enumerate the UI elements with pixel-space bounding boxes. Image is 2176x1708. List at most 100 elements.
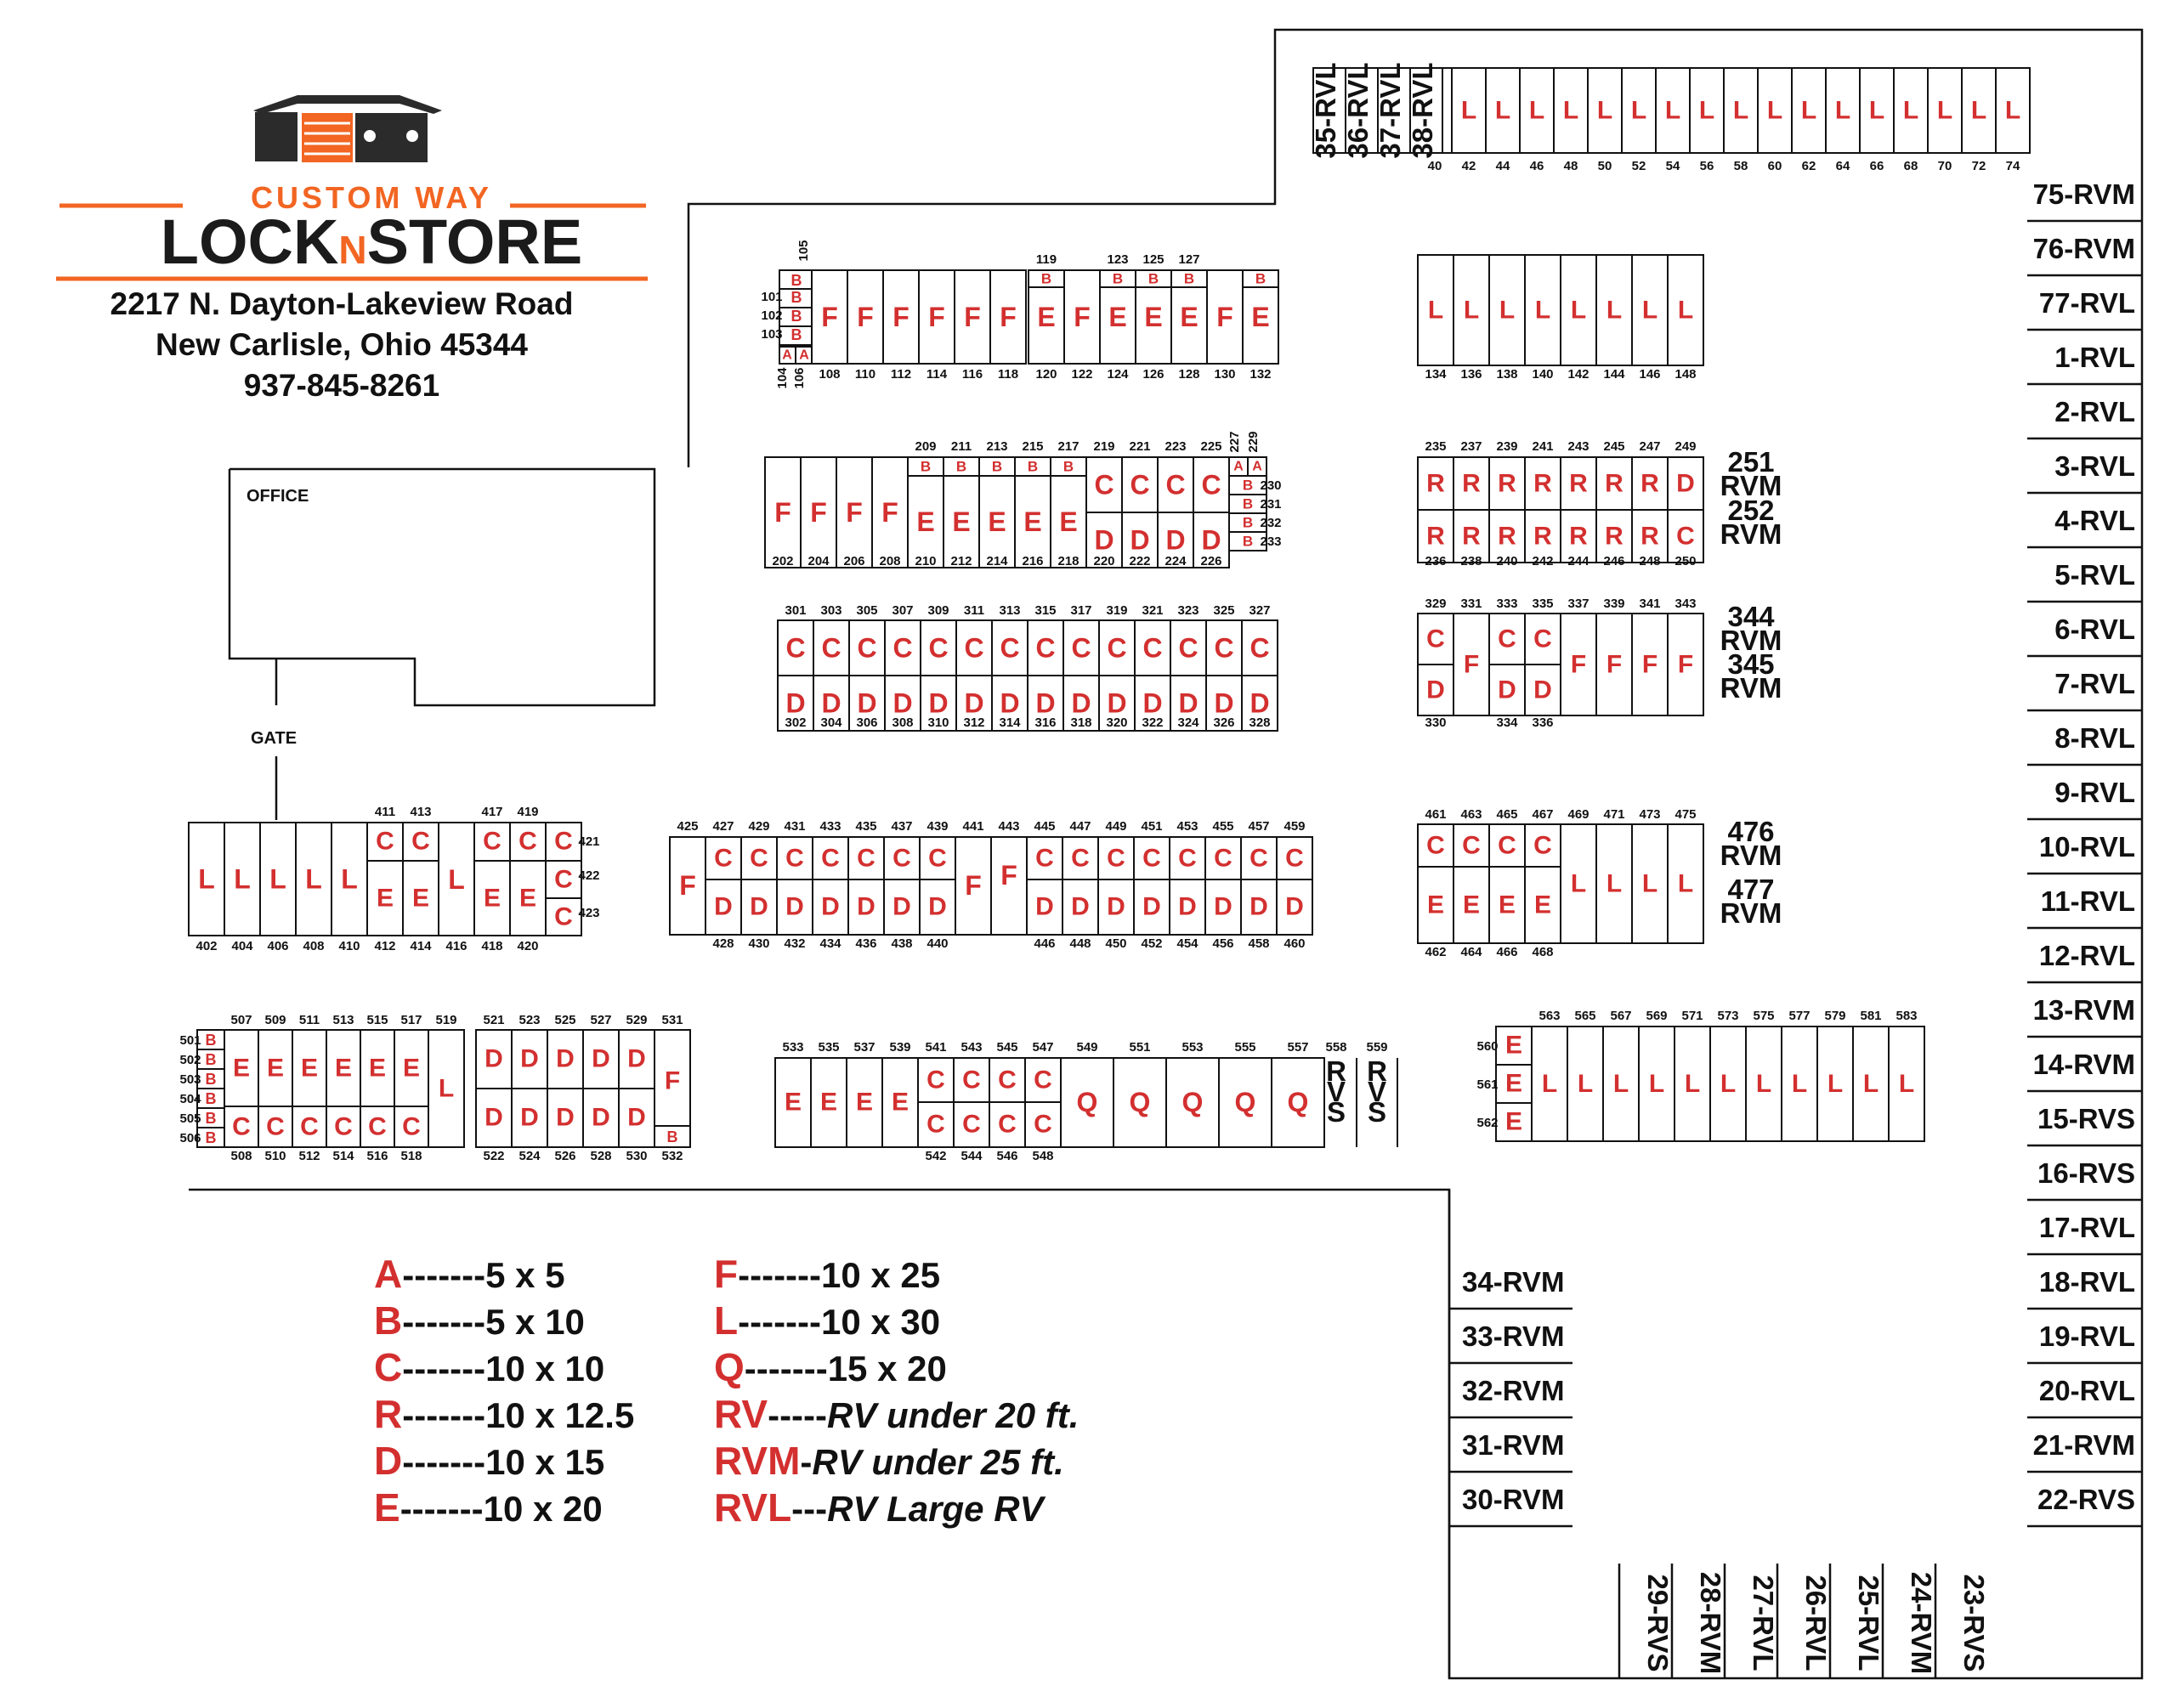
unit-letter: C bbox=[1178, 845, 1197, 873]
unit-number: 423 bbox=[578, 906, 599, 920]
unit-letter: C bbox=[1165, 470, 1185, 501]
unit-number: 215 bbox=[1022, 439, 1043, 454]
unit-number: 236 bbox=[1425, 554, 1446, 568]
unit-letter: D bbox=[1000, 688, 1019, 719]
unit-box bbox=[326, 1106, 361, 1148]
unit-box bbox=[918, 269, 955, 365]
unit-number: 329 bbox=[1425, 597, 1446, 611]
unit-number: 316 bbox=[1034, 715, 1056, 730]
unit-box bbox=[1276, 879, 1313, 936]
unit-number: 473 bbox=[1639, 807, 1660, 822]
unit-number: 560 bbox=[1476, 1039, 1498, 1054]
unit-letter: E bbox=[403, 1055, 420, 1083]
unit-number: 419 bbox=[517, 805, 538, 819]
unit-letter: D bbox=[1250, 688, 1269, 719]
unit-letter: F bbox=[857, 302, 874, 332]
unit-number: 421 bbox=[578, 834, 599, 849]
unit-letter: B bbox=[1028, 459, 1038, 475]
unit-number: 449 bbox=[1105, 819, 1126, 834]
unit-letter: L bbox=[1606, 297, 1622, 325]
unit-number: 210 bbox=[915, 554, 936, 568]
legend-dashes: ----- bbox=[768, 1395, 827, 1435]
legend-code: Q bbox=[714, 1345, 745, 1389]
unit-letter: D bbox=[750, 893, 768, 921]
unit-letter: L bbox=[1971, 97, 1986, 125]
unit-letter: C bbox=[1071, 633, 1091, 664]
unit-number: 302 bbox=[785, 715, 806, 730]
unit-box bbox=[1451, 67, 1487, 154]
unit-box bbox=[1524, 823, 1561, 868]
unit-number: 404 bbox=[231, 939, 253, 953]
unit-number: 68 bbox=[1904, 159, 1918, 173]
unit-box bbox=[331, 822, 368, 936]
unit-number: 406 bbox=[267, 939, 288, 953]
unit-number: 505 bbox=[179, 1111, 201, 1126]
unit-number: 238 bbox=[1460, 554, 1482, 568]
legend-code: L bbox=[714, 1298, 738, 1343]
unit-letter: C bbox=[998, 1111, 1017, 1139]
unit-letter: L bbox=[1535, 297, 1550, 325]
unit-letter: C bbox=[1142, 845, 1161, 873]
unit-letter: E bbox=[1499, 891, 1516, 919]
legend-entry: Q-------15 x 20 bbox=[714, 1345, 947, 1389]
unit-box bbox=[776, 836, 813, 880]
unit-box bbox=[1995, 67, 2031, 154]
legend-size: 5 x 10 bbox=[485, 1302, 585, 1342]
legend-size: 10 x 10 bbox=[485, 1349, 604, 1388]
unit-letter: B bbox=[1243, 534, 1253, 550]
unit-number: 402 bbox=[196, 939, 217, 953]
unit-number: 212 bbox=[950, 554, 972, 568]
unit-number: 420 bbox=[517, 939, 538, 953]
unit-letter: D bbox=[592, 1104, 610, 1132]
unit-letter: D bbox=[556, 1045, 575, 1073]
unit-number: 334 bbox=[1496, 715, 1518, 730]
unit-box bbox=[1655, 67, 1691, 154]
unit-box bbox=[545, 897, 582, 936]
rv-side-label: RVM bbox=[1720, 840, 1782, 871]
unit-number: 72 bbox=[1972, 159, 1986, 173]
unit-number: 510 bbox=[264, 1149, 286, 1163]
unit-letter: L bbox=[1720, 1070, 1736, 1098]
unit-number: 439 bbox=[926, 819, 948, 834]
unit-letter: D bbox=[714, 893, 733, 921]
unit-number: 455 bbox=[1212, 819, 1233, 834]
unit-box bbox=[1240, 879, 1278, 936]
legend-size: RV Large RV bbox=[827, 1489, 1046, 1529]
unit-number: 56 bbox=[1700, 159, 1714, 173]
unit-number: 321 bbox=[1142, 603, 1163, 618]
unit-letter: F bbox=[665, 1067, 680, 1095]
legend-size: 10 x 15 bbox=[485, 1442, 604, 1482]
rvs-letter: S bbox=[1368, 1096, 1386, 1128]
legend-code: RVM bbox=[714, 1439, 800, 1483]
unit-letter: C bbox=[1214, 845, 1232, 873]
unit-number: 530 bbox=[626, 1149, 647, 1163]
unit-letter: E bbox=[1534, 891, 1551, 919]
unit-box bbox=[1169, 836, 1206, 880]
unit-number: 206 bbox=[843, 554, 864, 568]
unit-number: 202 bbox=[772, 554, 793, 568]
unit-letter: D bbox=[1285, 893, 1304, 921]
unit-letter: L bbox=[2005, 97, 2020, 125]
unit-number: 74 bbox=[2006, 159, 2020, 173]
rv-space-label: 76-RVM bbox=[2033, 233, 2135, 264]
unit-box bbox=[955, 836, 992, 936]
unit-number: 523 bbox=[518, 1013, 540, 1027]
unit-number: 579 bbox=[1824, 1009, 1845, 1023]
unit-box bbox=[1595, 613, 1633, 716]
unit-number: 557 bbox=[1287, 1040, 1308, 1055]
site-outlines bbox=[189, 28, 2144, 1680]
unit-box bbox=[917, 1101, 955, 1148]
unit-box bbox=[1204, 879, 1242, 936]
unit-number: 515 bbox=[366, 1013, 388, 1027]
unit-number: 430 bbox=[748, 936, 769, 951]
unit-number: 460 bbox=[1284, 936, 1305, 951]
unit-box bbox=[1927, 67, 1963, 154]
unit-box bbox=[1193, 456, 1230, 513]
unit-number: 462 bbox=[1425, 945, 1446, 959]
unit-number: 317 bbox=[1070, 603, 1091, 618]
unit-box bbox=[1133, 879, 1170, 936]
unit-number: 468 bbox=[1532, 945, 1553, 959]
unit-letter: D bbox=[785, 688, 805, 719]
unit-box bbox=[1587, 67, 1623, 154]
rv-vertical-label: 36-RVL bbox=[1342, 62, 1374, 158]
